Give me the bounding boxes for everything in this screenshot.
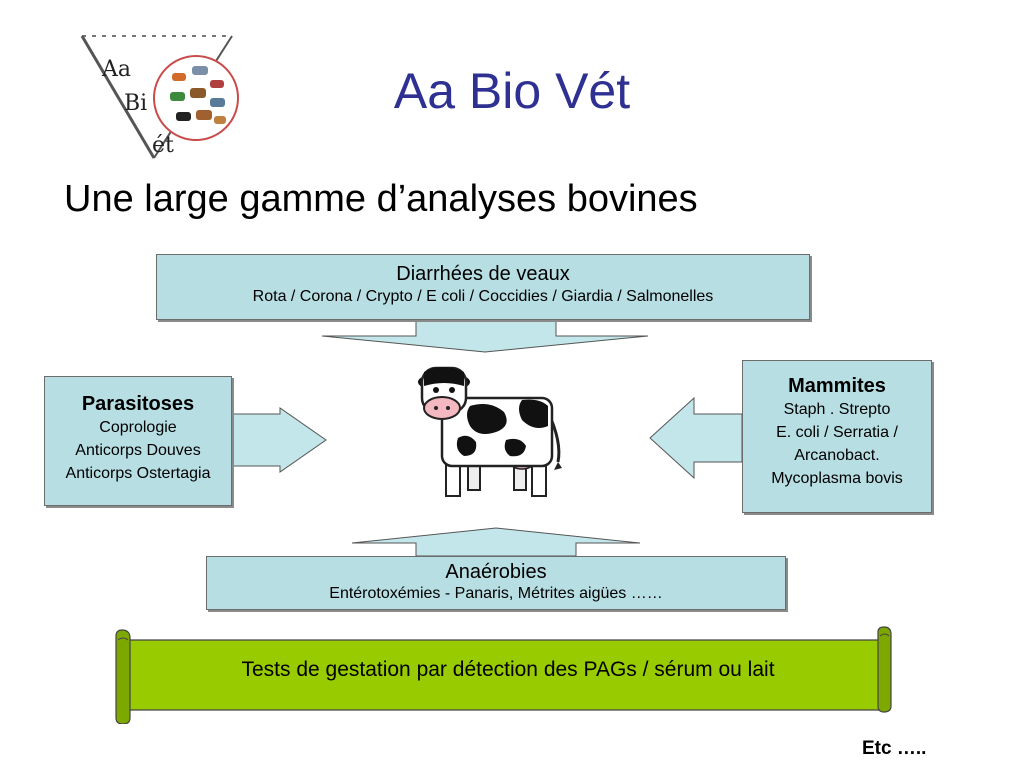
scroll-banner	[115, 626, 892, 724]
arrow-up-icon	[351, 527, 641, 557]
box-parasitoses-line: Anticorps Ostertagia	[65, 465, 211, 482]
logo-line2: Bi	[124, 91, 147, 116]
page-title-text: Aa Bio Vét	[393, 63, 631, 119]
arrow-down-icon	[321, 319, 649, 353]
page-title: Aa Bio Vét	[0, 62, 1024, 120]
cow-icon	[418, 366, 562, 497]
arrow-right-icon	[231, 407, 327, 473]
box-diarrhees-heading: Diarrhées de veaux	[396, 263, 570, 285]
etc-label: Etc …..	[862, 738, 927, 759]
box-parasitoses: Parasitoses Coprologie Anticorps Douves …	[44, 376, 232, 506]
box-diarrhees-line: Rota / Corona / Crypto / E coli / Coccid…	[252, 288, 714, 305]
box-anaerobies: Anaérobies Entérotoxémies - Panaris, Mét…	[206, 556, 786, 610]
box-parasitoses-line: Coprologie	[99, 419, 177, 436]
banner-text: Tests de gestation par détection des PAG…	[241, 658, 775, 681]
arrow-left-icon	[649, 396, 743, 480]
box-mammites: Mammites Staph . Strepto E. coli / Serra…	[742, 360, 932, 513]
logo-line1: Aa	[101, 57, 131, 82]
box-mammites-line: Mycoplasma bovis	[771, 470, 903, 487]
box-mammites-line: E. coli / Serratia /	[776, 424, 898, 441]
animals-logo-icon	[153, 55, 239, 141]
box-mammites-line: Arcanobact.	[794, 447, 880, 464]
box-parasitoses-heading: Parasitoses	[81, 393, 195, 415]
page-subtitle: Une large gamme d’analyses bovines	[64, 178, 698, 220]
box-mammites-heading: Mammites	[788, 375, 886, 397]
logo-line3: ét	[152, 133, 174, 158]
box-anaerobies-heading: Anaérobies	[445, 561, 547, 583]
box-parasitoses-line: Anticorps Douves	[75, 442, 201, 459]
box-mammites-line: Staph . Strepto	[783, 401, 891, 418]
box-diarrhees: Diarrhées de veaux Rota / Corona / Crypt…	[156, 254, 810, 320]
logo: Aa Bi ét	[80, 35, 239, 159]
box-anaerobies-line: Entérotoxémies - Panaris, Métrites aigüe…	[329, 585, 663, 602]
